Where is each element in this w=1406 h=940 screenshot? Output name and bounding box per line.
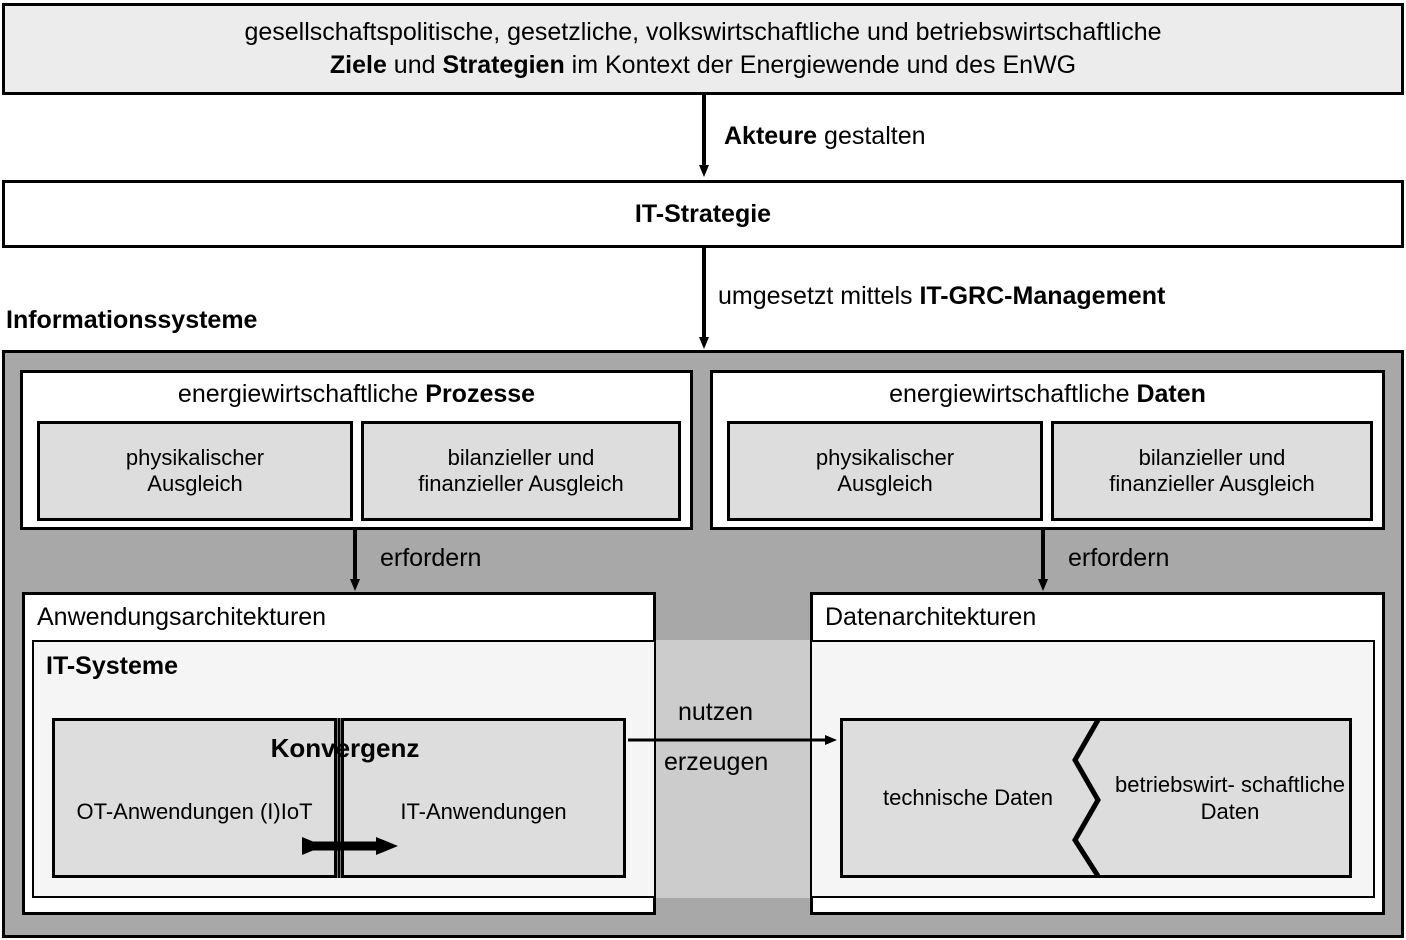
goals-line-2: Ziele und Strategien im Kontext der Ener… [244, 49, 1161, 82]
betriebswirtschaftliche-daten-half: betriebswirt- schaftliche Daten [1105, 721, 1355, 875]
erfordern-right-label: erfordern [1068, 544, 1170, 572]
informationssysteme-title: Informationssysteme [6, 306, 258, 334]
akteure-gestalten-label: Akteure gestalten [724, 122, 926, 151]
betriebswirt-line-2: schaftliche [1240, 771, 1345, 797]
umgesetzt-mittels-label: umgesetzt mittels IT-GRC-Management [718, 282, 1165, 311]
technische-daten-half: technische Daten [843, 721, 1093, 875]
technische-daten-line-1: technische [882, 785, 989, 811]
daten-item-0-line2: Ausgleich [837, 471, 933, 496]
umgesetzt-prefix: umgesetzt mittels [718, 282, 920, 310]
ot-line-1: OT-Anwendungen [76, 799, 254, 825]
goals-line-1: gesellschaftspolitische, gesetzliche, vo… [244, 18, 1162, 46]
energiewirtschaftliche-daten-box: energiewirtschaftliche Daten physikalisc… [710, 370, 1385, 530]
prozesse-title-bold: Prozesse [425, 380, 536, 408]
goals-and-strategies-box: gesellschaftspolitische, gesetzliche, vo… [2, 3, 1404, 95]
datenarchitekturen-title: Datenarchitekturen [825, 603, 1037, 631]
goals-und: und [386, 51, 443, 79]
prozess-item-1-line2: finanzieller Ausgleich [418, 471, 624, 496]
daten-item-0-line1: physikalischer [815, 444, 955, 470]
prozesse-title-normal: energiewirtschaftliche [177, 380, 426, 408]
it-strategie-box: IT-Strategie [2, 180, 1404, 248]
it-systeme-title: IT-Systeme [46, 652, 179, 680]
goals-ziele-bold: Ziele [329, 51, 387, 79]
daten-item-1-line1: bilanzieller und [1138, 444, 1286, 470]
akteure-rest: gestalten [817, 122, 926, 150]
ot-anwendungen-box: OT-Anwendungen (I)IoT [52, 718, 337, 878]
prozess-item-0-line1: physikalischer [125, 444, 265, 470]
nutzen-label: nutzen [678, 698, 754, 726]
prozess-item-0-line2: Ausgleich [147, 471, 243, 496]
daten-title-bold: Daten [1136, 380, 1206, 408]
technische-daten-line-2: Daten [994, 785, 1054, 811]
prozess-item-1-line1: bilanzieller und [447, 444, 595, 470]
daten-kinds-box: technische Daten betriebswirt- schaftlic… [840, 718, 1352, 878]
energiewirtschaftliche-prozesse-box: energiewirtschaftliche Prozesse physikal… [20, 370, 693, 530]
prozesse-title: energiewirtschaftliche Prozesse [23, 380, 690, 409]
goals-line2-tail: im Kontext der Energiewende und des EnWG [564, 51, 1077, 79]
daten-title-normal: energiewirtschaftliche [889, 380, 1137, 408]
erfordern-left-label: erfordern [380, 544, 482, 572]
betriebswirt-line-1: betriebswirt- [1115, 771, 1235, 797]
betriebswirt-line-3: Daten [1200, 799, 1260, 824]
daten-item-1-line2: finanzieller Ausgleich [1109, 471, 1315, 496]
daten-title: energiewirtschaftliche Daten [713, 380, 1382, 409]
anwendungsarchitekturen-title: Anwendungsarchitekturen [37, 603, 327, 631]
akteure-bold: Akteure [724, 122, 818, 150]
mid-connector-band [656, 640, 810, 898]
goals-strategien-bold: Strategien [442, 51, 565, 79]
it-grc-management-bold: IT-GRC-Management [919, 282, 1166, 310]
it-line-1: IT-Anwendungen [400, 799, 567, 825]
erzeugen-label: erzeugen [664, 748, 769, 776]
it-strategie-label: IT-Strategie [634, 199, 772, 228]
ot-line-2: (I)IoT [259, 799, 313, 825]
konvergenz-label: Konvergenz [270, 733, 420, 763]
